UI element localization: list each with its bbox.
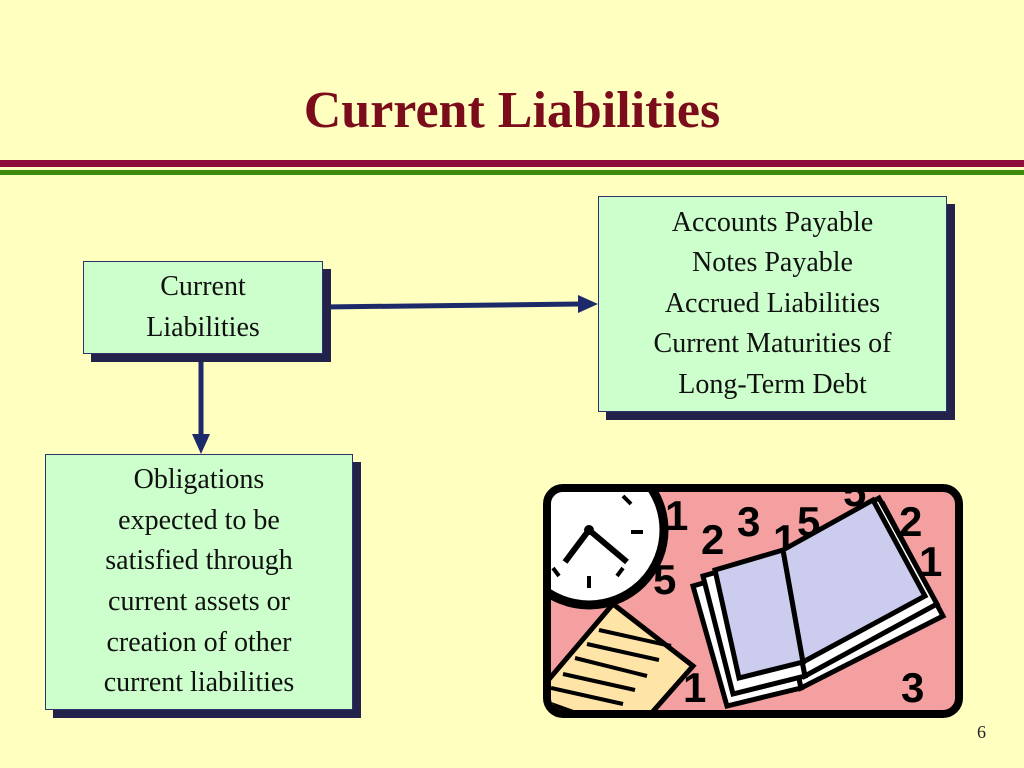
box-line: satisfied through: [105, 545, 293, 577]
slide-title: Current Liabilities: [303, 82, 721, 139]
box-line: current assets or: [108, 586, 290, 617]
title-rule-top: [0, 160, 1024, 167]
arrow-to-examples: [322, 301, 581, 310]
box-line: Accounts Payable: [671, 206, 874, 238]
box-line: Accrued Liabilities: [664, 287, 881, 319]
notes-icon: [551, 600, 697, 710]
box-line: current liabilities: [103, 667, 295, 699]
box-line: Current Maturities of: [653, 328, 892, 360]
box-line: Notes Payable: [692, 247, 853, 279]
box-line: Obligations: [133, 464, 265, 496]
clipart-digit: 3: [901, 664, 924, 711]
box-line: Current: [160, 270, 246, 302]
box-line: creation of other: [106, 626, 292, 658]
clipart-digit: 2: [899, 498, 922, 545]
examples-box: Accounts Payable Notes Payable Accrued L…: [598, 196, 947, 412]
page-number: 6: [977, 722, 986, 742]
box-line: Liabilities: [146, 311, 260, 343]
clipart-digit: 3: [737, 498, 760, 545]
clipart-digit: 1: [919, 538, 942, 585]
current-liabilities-box: Current Liabilities: [83, 261, 323, 354]
box-line: expected to be: [118, 504, 280, 536]
clipart-digit: 1: [665, 492, 688, 539]
title-rule-bottom: [0, 170, 1024, 175]
clipart-digit: 2: [701, 516, 724, 563]
clipart-digit: 1: [683, 664, 706, 711]
arrowhead-down: [192, 434, 210, 454]
open-book-icon: [689, 494, 947, 709]
definition-box: Obligations expected to be satisfied thr…: [45, 454, 353, 710]
box-line: Long-Term Debt: [678, 368, 867, 400]
calendar-book-clipart: 1 2 3 1 5 5 2 1 5 1 3: [543, 484, 963, 718]
arrowhead-right: [578, 295, 598, 313]
clipart-digit: 5: [653, 556, 676, 603]
